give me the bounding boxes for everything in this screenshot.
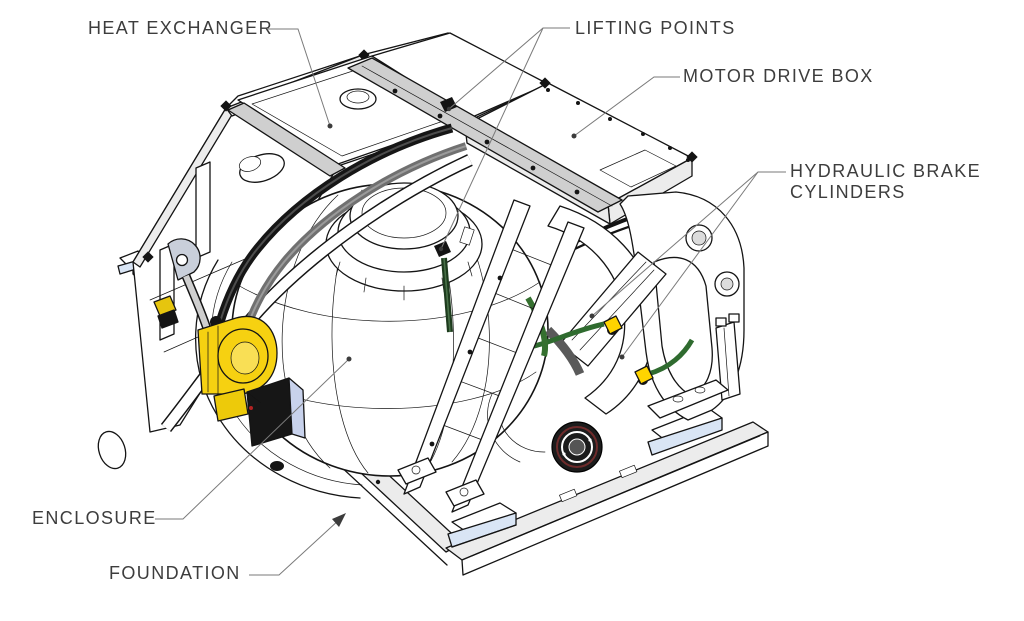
leader-lines — [155, 27, 786, 576]
callout-heat-exchanger: HEAT EXCHANGER — [88, 18, 273, 38]
leader-foundation — [249, 518, 341, 576]
lifting-eye-top — [440, 97, 457, 112]
mounting-foot-right — [647, 407, 723, 456]
green-hose-lower — [647, 338, 695, 377]
callout-motor-drive-box: MOTOR DRIVE BOX — [683, 66, 874, 86]
leader-heat-exchanger — [268, 28, 331, 127]
leader-lifting-point-2 — [440, 27, 544, 250]
leader-hydraulic-2 — [621, 171, 759, 358]
cylinder-fitting-1 — [603, 315, 623, 335]
mounting-foot-center — [447, 502, 517, 548]
pump-bracket — [213, 388, 249, 422]
green-hose-upper — [533, 321, 605, 349]
leader-enclosure — [155, 358, 350, 520]
brake-hub — [551, 421, 603, 473]
a-frame-braces — [195, 199, 585, 513]
foundation-arrowhead — [332, 513, 346, 527]
callout-foundation: FOUNDATION — [109, 563, 241, 583]
callout-hydraulic-brake-cylinders: HYDRAULIC BRAKE CYLINDERS — [790, 161, 982, 202]
pump-motor — [197, 315, 306, 447]
cylinder-fitting-2 — [634, 365, 654, 385]
leader-motor-drive-box — [573, 76, 680, 137]
junction-box — [246, 377, 306, 447]
callout-enclosure: ENCLOSURE — [32, 508, 157, 528]
callout-lifting-points: LIFTING POINTS — [575, 18, 736, 38]
right-bracket-assembly — [547, 191, 745, 421]
white-pipe — [162, 155, 473, 432]
